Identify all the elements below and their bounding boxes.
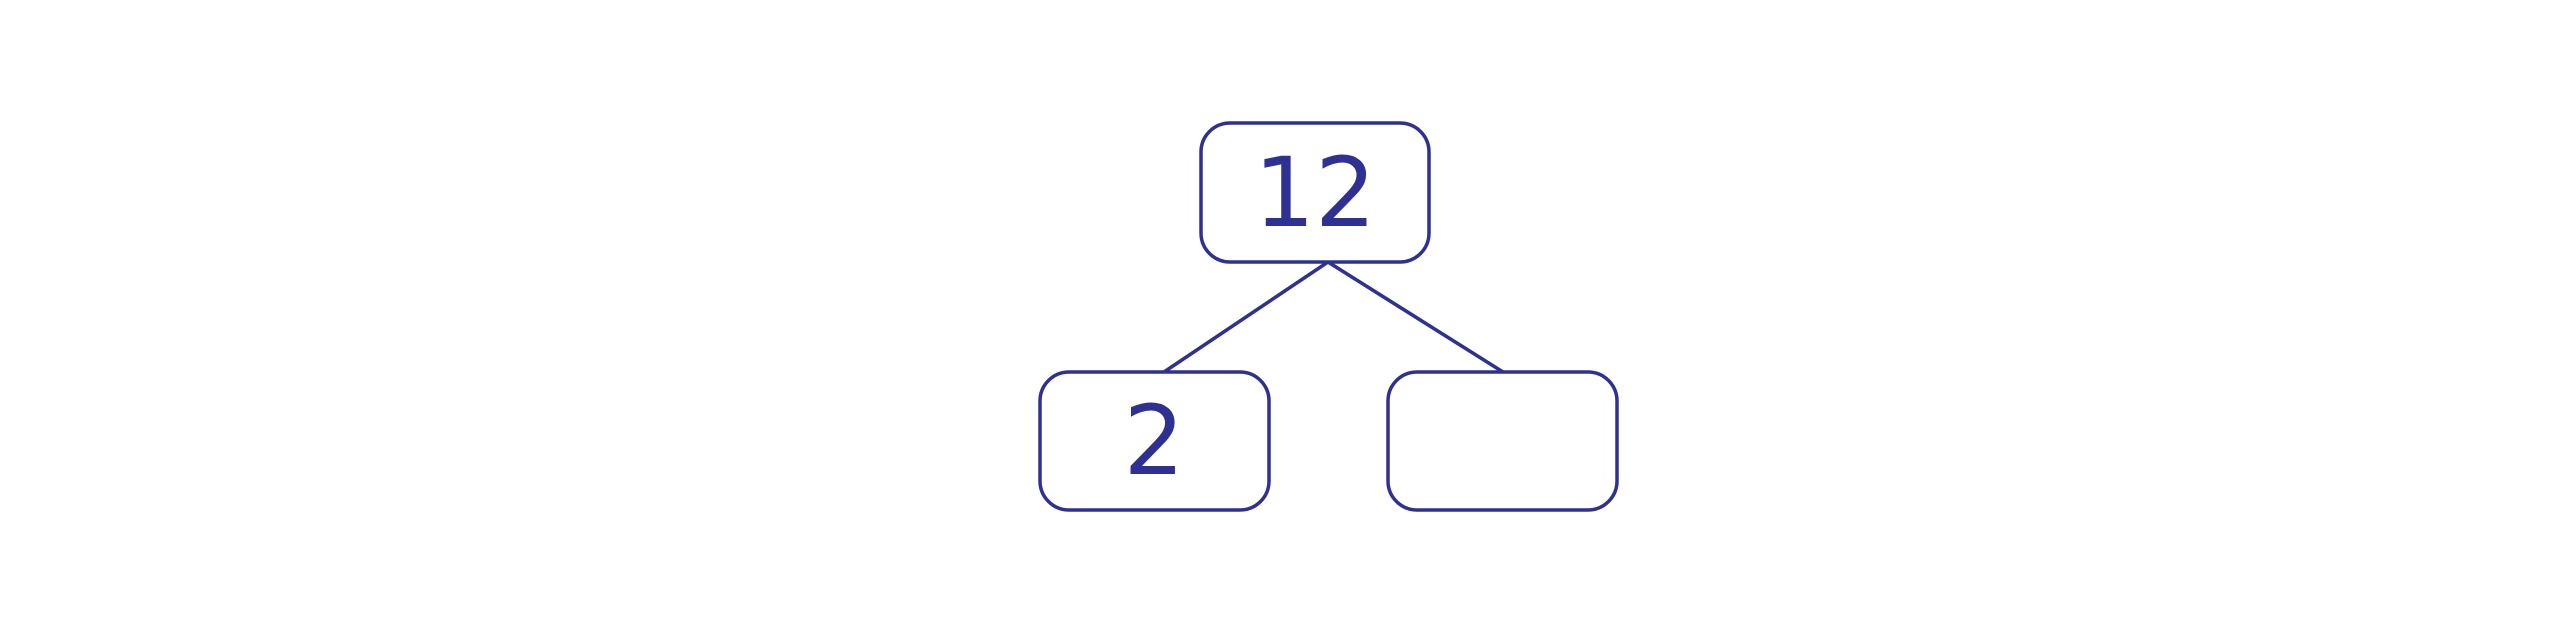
whole-node: 12	[1199, 121, 1431, 264]
left-part-node: 2	[1038, 370, 1271, 512]
left-part-value: 2	[1123, 385, 1184, 497]
right-part-node[interactable]	[1386, 370, 1619, 512]
connector-whole-to-right-part	[1327, 260, 1504, 374]
connector-whole-to-left-part	[1163, 260, 1329, 374]
whole-box	[1199, 121, 1431, 264]
left-part-box	[1038, 370, 1271, 512]
right-part-box[interactable]	[1386, 370, 1619, 512]
whole-value: 12	[1254, 137, 1376, 249]
